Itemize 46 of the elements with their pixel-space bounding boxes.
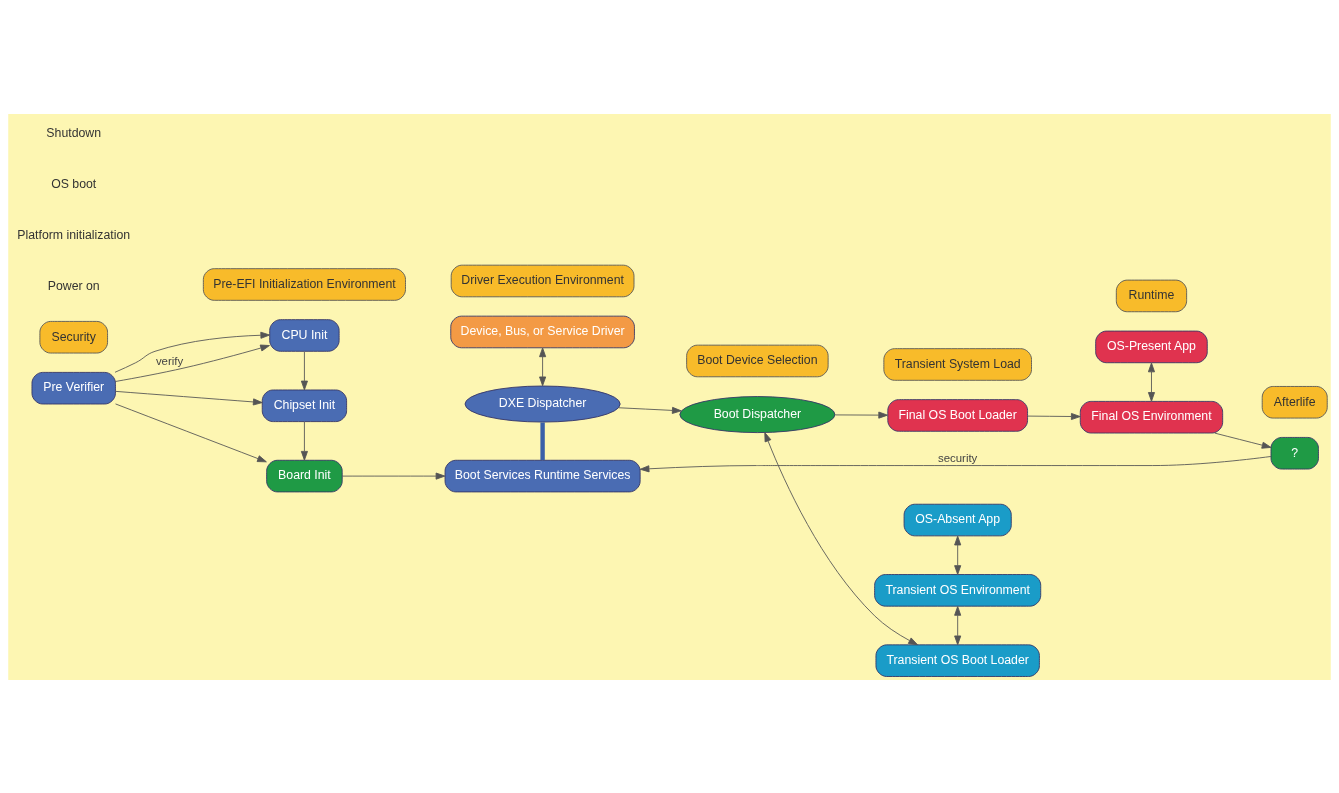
arrow <box>954 605 962 645</box>
node-ellipse: Boot Dispatcher <box>679 395 836 433</box>
arrow <box>114 331 271 373</box>
arrow <box>1027 412 1081 420</box>
node-box: Afterlife <box>1261 385 1328 419</box>
arrow <box>954 535 962 575</box>
node-box: Boot Services Runtime Services <box>444 459 641 492</box>
node-box: Runtime <box>1115 279 1188 312</box>
arrow <box>834 411 888 419</box>
arrow <box>115 344 270 382</box>
node-ellipse: DXE Dispatcher <box>464 385 621 422</box>
node-box: Final OS Environment <box>1079 400 1224 433</box>
edge-label: verify <box>155 354 184 367</box>
node-box: Transient OS Environment <box>874 573 1042 607</box>
label: OS boot <box>51 176 97 191</box>
node-box: Board Init <box>266 459 343 492</box>
arrow <box>300 350 308 390</box>
arrow <box>539 347 547 386</box>
node-box: OS-Absent App <box>903 503 1012 536</box>
node-box: Security <box>39 320 108 353</box>
arrow <box>618 406 682 414</box>
label: Power on <box>47 278 100 293</box>
node-box: ? <box>1270 436 1319 469</box>
arrow <box>341 472 446 480</box>
node-box: Device, Bus, or Service Driver <box>450 315 635 348</box>
connector <box>540 421 545 460</box>
node-box: Transient OS Boot Loader <box>875 643 1040 677</box>
arrow <box>115 390 263 405</box>
label: Shutdown <box>46 125 102 140</box>
node-box: Transient System Load <box>883 347 1032 381</box>
node-box: OS-Present App <box>1095 330 1208 363</box>
node-box: CPU Init <box>269 318 340 352</box>
node-box: Driver Execution Environment <box>450 264 635 297</box>
node-box: Chipset Init <box>261 389 348 422</box>
node-box: Pre-EFI Initialization Environment <box>202 267 406 301</box>
arrow <box>300 421 308 461</box>
node-box: Boot Device Selection <box>686 344 829 377</box>
arrow <box>639 455 1272 472</box>
edge-label: security <box>938 451 978 464</box>
node-box: Final OS Boot Loader <box>887 398 1028 432</box>
arrow <box>1214 432 1272 449</box>
arrow <box>1147 362 1155 402</box>
node-box: Pre Verifier <box>31 371 116 404</box>
arrow <box>764 431 918 645</box>
label: Platform initialization <box>17 227 131 242</box>
arrow <box>115 403 267 462</box>
